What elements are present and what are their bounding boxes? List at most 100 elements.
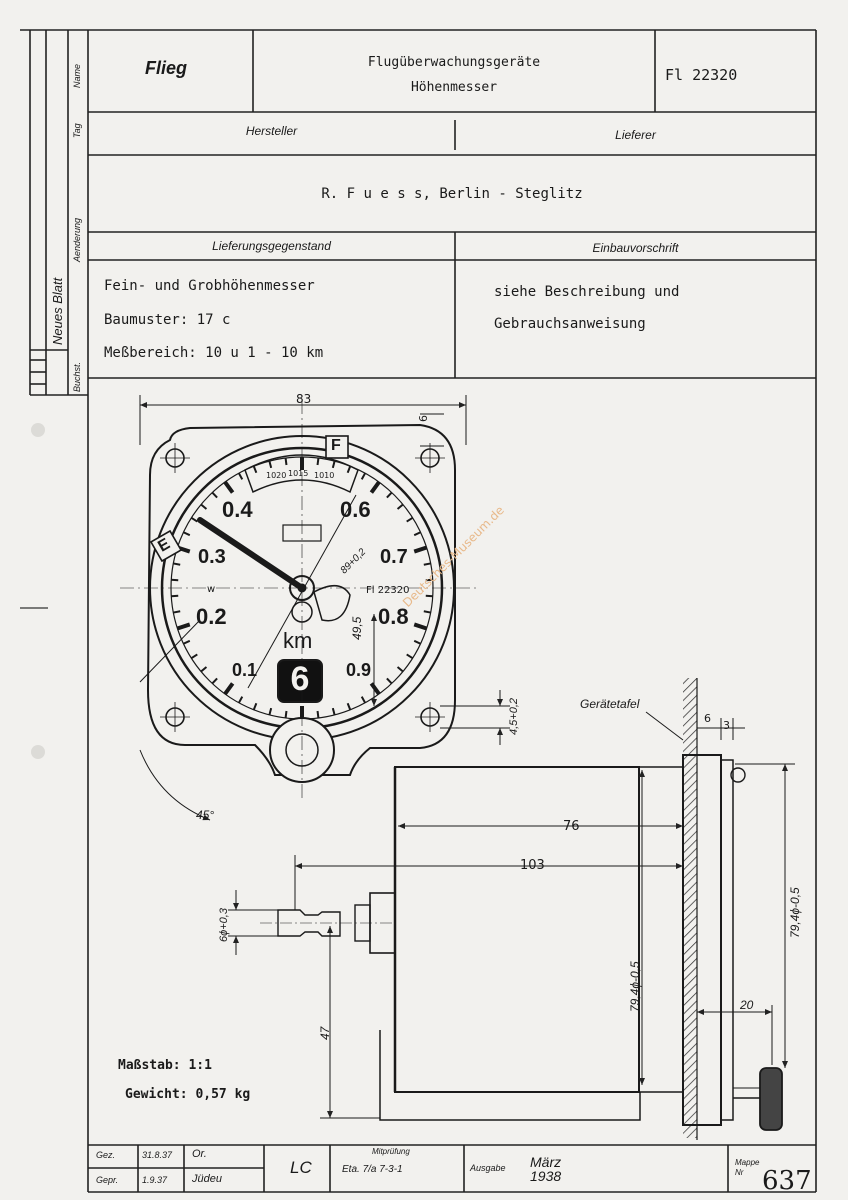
hersteller-label: Hersteller [245,124,298,138]
dim-45-degree: 45° [196,808,215,822]
dial-tick [268,460,273,469]
dial-number-04: 0.4 [222,497,253,522]
gepr-date: 1.9.37 [142,1175,168,1185]
dial-number-03: 0.3 [198,546,226,568]
dial-tick [331,460,336,469]
front-view [120,400,480,800]
dial-tick [413,639,421,645]
dial-tick [316,457,320,466]
dial-tick [252,465,258,474]
dial-tick [413,531,421,537]
dial-tick [211,677,218,685]
dial-tick [200,503,208,510]
dial-number-08: 0.8 [378,604,409,629]
dial-tick [200,666,208,673]
scale-label: Maßstab: 1:1 [118,1058,212,1073]
dial-tick [406,653,414,660]
dial-unit: km [283,628,313,653]
doc-number: Fl 22320 [665,66,738,84]
installation-line2: Gebrauchsanweisung [494,316,646,332]
dial-w-mark: w [207,584,216,595]
lieferungsgegenstand-label: Lieferungsgegenstand [212,239,331,253]
dial-tick [346,702,352,711]
dial-baro-1015: 1015 [288,469,309,478]
dial-tick [369,480,381,494]
dim-83: 83 [296,392,312,406]
mappe-number: 637 [762,1166,812,1196]
dial-tick [396,503,404,510]
dial-tick [369,682,381,696]
dial-number-07: 0.7 [380,546,408,568]
item-line3: Meßbereich: 10 u 1 - 10 km [104,345,324,361]
dial-tick [406,516,414,523]
dim-103: 103 [520,858,545,873]
item-line2: Baumuster: 17 c [104,312,231,328]
installation-line1: siehe Beschreibung und [494,284,680,300]
doc-title-line1: Flugüberwachungsgeräte [367,55,541,70]
dial-tick [423,610,431,614]
dial-tick [252,702,258,711]
dial-tick [173,610,181,614]
dial-tick [238,472,244,480]
dim-79-4-right: 79,4ϕ-0,5 [788,887,802,938]
gepr-label: Gepr. [96,1175,119,1185]
dim-3-right: 3 [723,719,730,732]
dial-tick [183,531,191,537]
ausgabe-value: März 1938 [530,1154,562,1184]
dial-tick [223,480,235,494]
gez-signature: Or. [192,1148,207,1160]
weight-label: Gewicht: 0,57 kg [125,1087,251,1102]
item-line1: Fein- und Grobhöhenmesser [104,278,315,294]
dim-6-phi: 6ϕ+0,3 [218,908,230,942]
lc-label: LC [290,1158,312,1177]
dial-tick [183,639,191,645]
dial-tick [284,710,288,719]
dial-tick [316,710,320,719]
dial-number-06: 0.6 [340,497,371,522]
dial-tick [346,465,352,474]
dial-tick [360,696,366,704]
dim-6-right: 6 [704,712,711,725]
dial-tick [190,516,198,523]
mitpruefung-value: Eta. 7/a 7-3-1 [342,1164,403,1175]
dim-49-5: 49,5 [350,616,364,640]
dial-tick [173,562,181,566]
dial-tick [211,491,218,499]
dial-tick [284,457,288,466]
dial-baro-1020: 1020 [266,471,287,480]
manufacturer-name: R. F u e s s, Berlin - Steglitz [321,186,583,202]
dial-tick [176,622,191,631]
dial-number-01: 0.1 [232,660,258,680]
mappe-label: Mappe Nr [735,1158,760,1177]
dial-tick [396,666,404,673]
dim-76: 76 [563,819,580,834]
ausgabe-label: Ausgabe [470,1163,506,1173]
dial-tick [423,562,431,566]
dim-4-5: 4,5+0,2 [508,697,520,735]
geraetetafel-label: Gerätetafel [580,697,640,711]
dial-tick [223,682,235,696]
dial-baro-1010: 1010 [314,471,335,480]
doc-title-line2: Höhenmesser [410,80,498,95]
dim-79-4-left: 79,4ϕ-0,5 [628,961,642,1012]
dim-20: 20 [740,998,754,1012]
dial-tick [360,472,366,480]
einbauvorschrift-label: Einbauvorschrift [592,241,679,255]
dial-tick [386,677,393,685]
dial-tick [268,707,273,716]
office-label: Flieg [145,58,188,78]
gez-label: Gez. [96,1150,116,1160]
dim-47: 47 [318,1026,332,1040]
mitpruefung-label: Mitprüfung [372,1147,410,1156]
dial-tick [238,696,244,704]
dial-tick [413,622,428,631]
dial-tick [190,653,198,660]
dial-center-digit: 6 [290,660,310,698]
side-view [260,678,783,1140]
gez-date: 31.8.37 [142,1150,173,1160]
dial-number-09: 0.9 [346,660,372,680]
dim-6-top: 6 [417,415,430,422]
